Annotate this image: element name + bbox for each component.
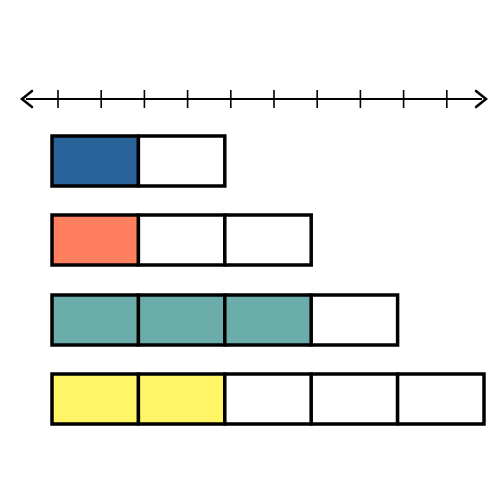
bar-segment-shaded bbox=[136, 293, 227, 347]
bar-segment-empty bbox=[223, 372, 313, 426]
bar-segment-shaded bbox=[136, 372, 227, 426]
bar-segment-empty bbox=[136, 134, 227, 188]
bar-segment-empty bbox=[223, 213, 313, 267]
fraction-bar-row bbox=[50, 372, 486, 426]
bar-segment-shaded bbox=[50, 372, 141, 426]
bar-segment-empty bbox=[309, 293, 400, 347]
bar-segment-empty bbox=[395, 372, 486, 426]
bar-segment-empty bbox=[136, 213, 227, 267]
arrow-right-icon bbox=[474, 89, 489, 109]
arrow-left-icon bbox=[19, 89, 34, 109]
number-line bbox=[19, 89, 489, 109]
bar-segment-shaded bbox=[223, 293, 313, 347]
fraction-bar-row bbox=[50, 134, 227, 188]
fraction-bar-row bbox=[50, 293, 400, 347]
bar-segment-shaded bbox=[50, 134, 141, 188]
bar-segment-shaded bbox=[50, 213, 141, 267]
fraction-bar-row bbox=[50, 213, 313, 267]
bar-segment-shaded bbox=[50, 293, 141, 347]
fraction-bars bbox=[50, 134, 486, 426]
bar-segment-empty bbox=[309, 372, 400, 426]
